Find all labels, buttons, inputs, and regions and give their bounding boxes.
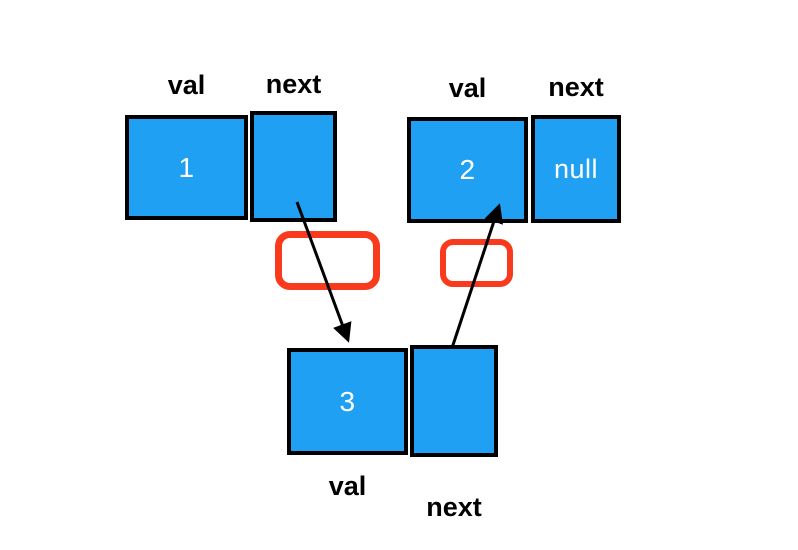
node2-next-cell: null bbox=[531, 115, 621, 223]
node1-next-label: next bbox=[265, 69, 322, 99]
node2-val-cell: 2 bbox=[407, 117, 528, 223]
node3-val-label: val bbox=[328, 471, 367, 501]
node1-next-cell bbox=[250, 111, 337, 222]
node2-val-label: val bbox=[448, 73, 487, 103]
node1-val-label: val bbox=[167, 70, 206, 100]
node3-next-cell bbox=[410, 345, 498, 457]
highlight-box-left bbox=[275, 231, 380, 290]
node2-next-label: next bbox=[548, 72, 604, 102]
node1-val-cell: 1 bbox=[125, 115, 248, 220]
node3-val-cell: 3 bbox=[287, 348, 408, 455]
node3-next-label: next bbox=[426, 492, 482, 522]
highlight-box-right bbox=[440, 239, 513, 287]
